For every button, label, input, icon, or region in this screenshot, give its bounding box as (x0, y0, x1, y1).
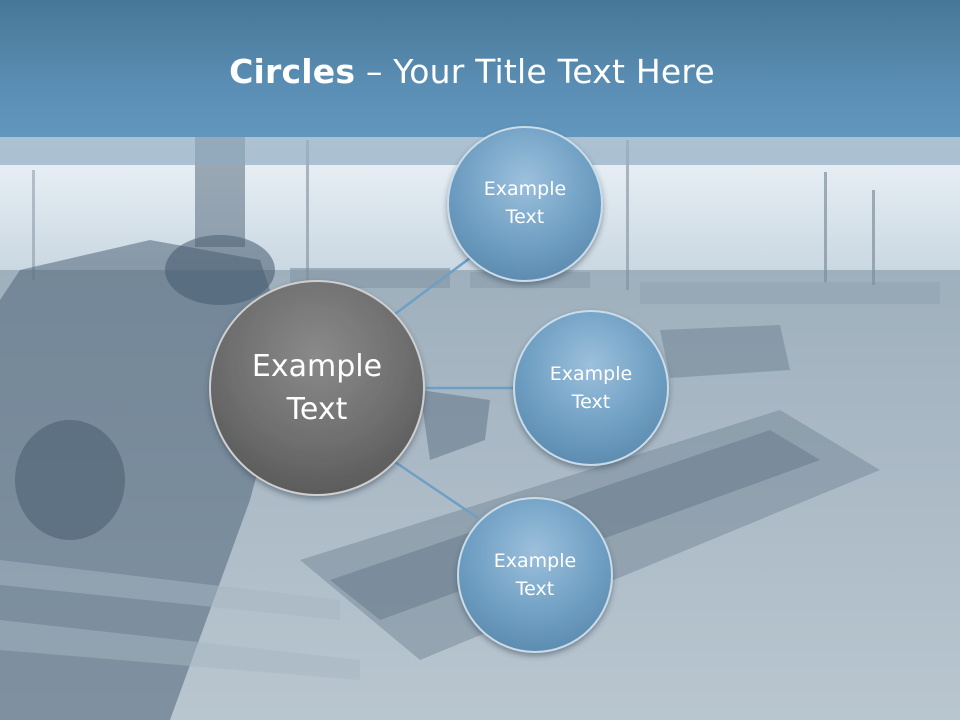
node-3-label: Example Text (470, 536, 600, 616)
title-bar (0, 0, 960, 137)
node-2-line2: Text (571, 391, 611, 413)
node-3-line1: Example (493, 550, 577, 573)
outer-circle-1 (447, 126, 603, 282)
outer-circle-3 (457, 497, 613, 653)
outer-circle-2 (513, 310, 669, 466)
node-1-label: Example Text (460, 164, 590, 244)
node-2-line1: Example (549, 363, 633, 386)
connector-3 (394, 460, 479, 520)
connector-1 (394, 256, 471, 316)
node-2-label: Example Text (526, 349, 656, 429)
title-rest: – Your Title Text Here (355, 52, 715, 91)
node-1-line2: Text (505, 206, 545, 228)
node-3-line2: Text (515, 578, 555, 600)
center-node-label: Example Text (217, 328, 417, 448)
center-node-line1: Example (251, 348, 383, 384)
center-node-line2: Text (286, 392, 348, 427)
center-circle (209, 280, 425, 496)
slide-title: Circles – Your Title Text Here (0, 52, 944, 91)
title-bold: Circles (229, 52, 356, 91)
node-1-line1: Example (483, 178, 567, 201)
